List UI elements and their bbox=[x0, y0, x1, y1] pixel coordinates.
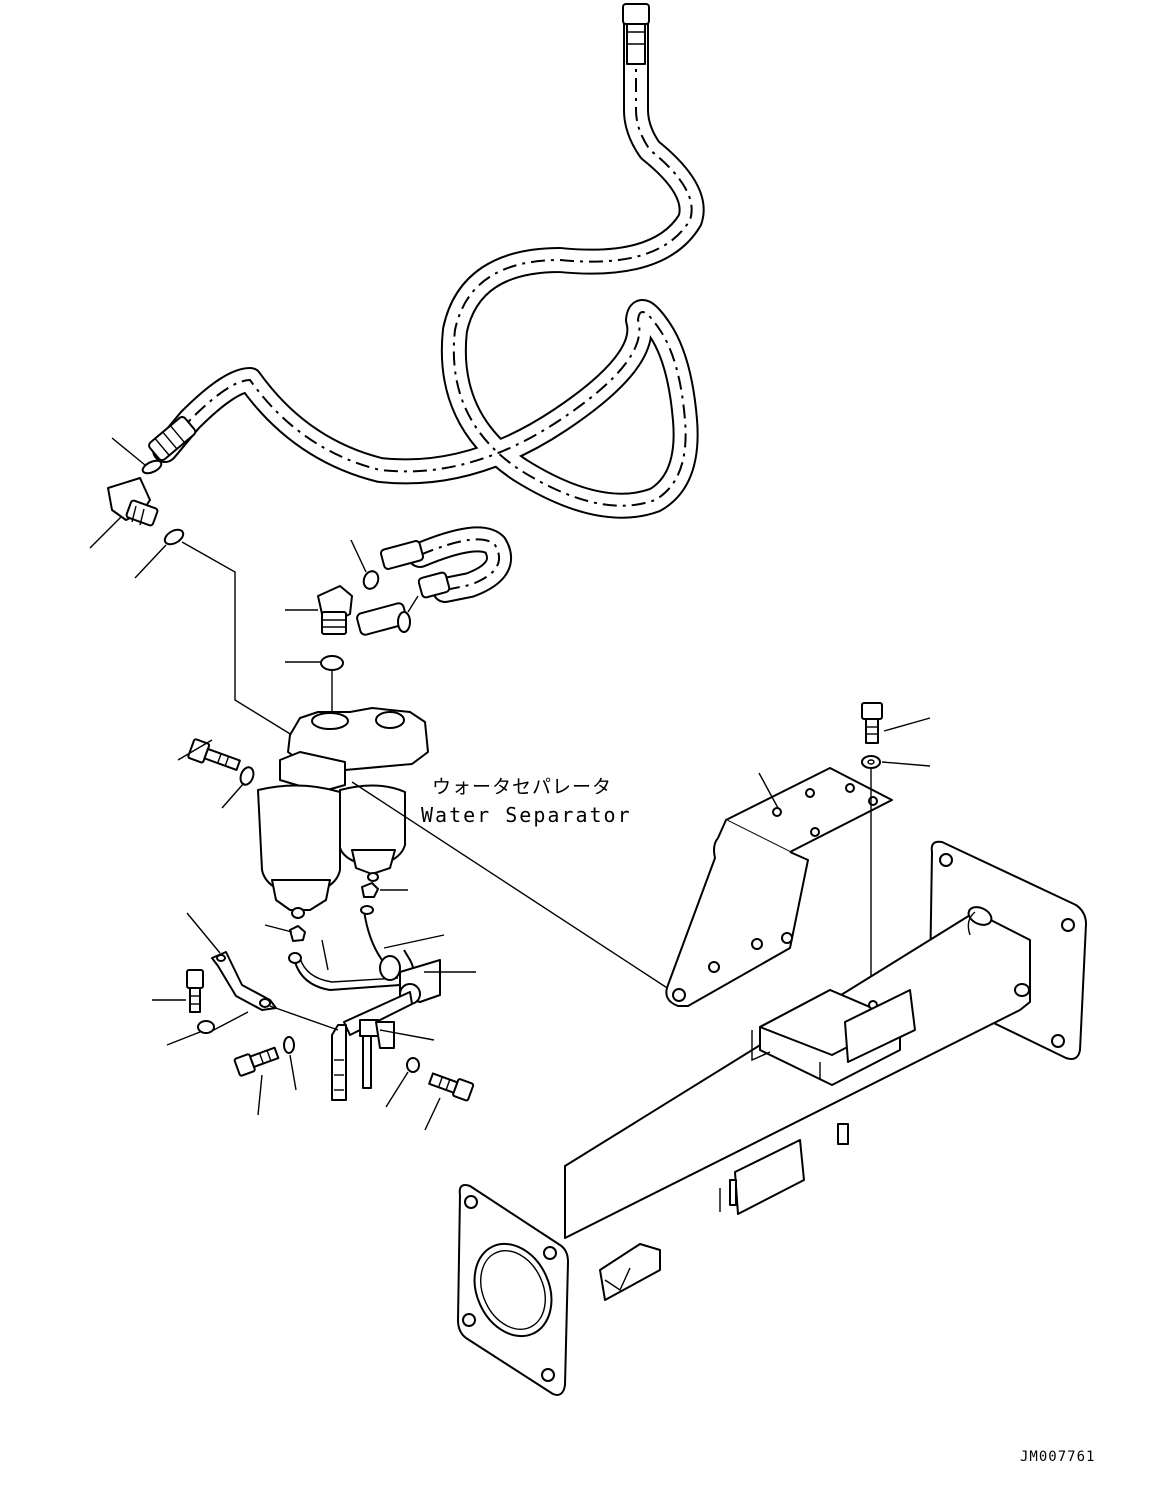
elbow-fitting-icon bbox=[317, 585, 353, 635]
washer-icon bbox=[406, 1057, 420, 1073]
elbow-fitting-icon bbox=[107, 477, 159, 527]
o-ring-icon bbox=[163, 528, 185, 546]
washer-icon bbox=[283, 1036, 295, 1054]
o-ring-icon bbox=[320, 655, 344, 671]
washer-icon bbox=[861, 755, 881, 769]
fuel-hose-icon bbox=[288, 905, 441, 1101]
washer-icon bbox=[197, 1020, 215, 1034]
bolt-icon bbox=[233, 1046, 280, 1077]
bracket-icon bbox=[211, 951, 277, 1011]
nut-icon bbox=[289, 925, 306, 942]
bolt-icon bbox=[186, 969, 204, 1013]
o-ring-icon bbox=[362, 570, 380, 590]
bolt-icon bbox=[428, 1072, 475, 1102]
fuel-hose-icon bbox=[148, 3, 705, 519]
bolt-icon bbox=[187, 738, 241, 771]
frame-beam-icon bbox=[457, 840, 1087, 1396]
washer-icon bbox=[239, 766, 255, 786]
bolt-icon bbox=[861, 702, 883, 744]
bracket-icon bbox=[665, 767, 893, 1007]
fuel-hose-icon bbox=[356, 526, 512, 636]
drawing-code: JM007761 bbox=[1020, 1449, 1096, 1465]
component-label-en: Water Separator bbox=[421, 803, 632, 827]
nut-icon bbox=[361, 882, 379, 898]
o-ring-icon bbox=[141, 459, 163, 475]
component-label-jp: ウォータセパレータ bbox=[432, 776, 613, 798]
filter-bowl-icon bbox=[257, 707, 429, 919]
